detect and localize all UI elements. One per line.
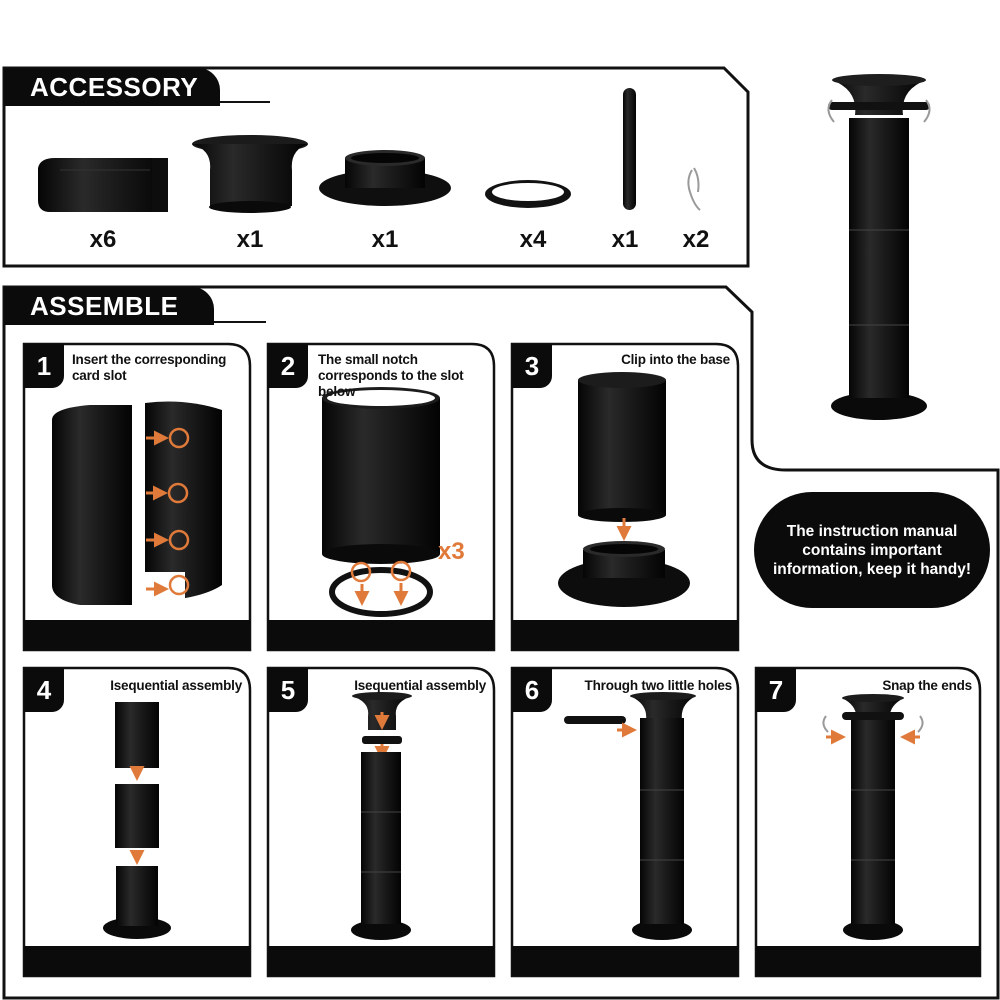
step-1-label: Insert the corresponding card slot (72, 352, 227, 383)
step-2-count-badge: x3 (438, 538, 465, 565)
qty-ring: x4 (519, 226, 547, 253)
step-4-label: Isequential assembly (110, 678, 242, 693)
qty-pin: x2 (682, 226, 710, 253)
manual-note-text: The instruction manual contains importan… (772, 522, 972, 578)
step5-art (351, 692, 412, 940)
accessory-frame (2, 66, 750, 268)
step-2-label: The small notch corresponds to the slot … (318, 352, 464, 399)
accessory-title: ACCESSORY (4, 68, 220, 106)
rod-part (623, 88, 636, 210)
step4-art (103, 702, 171, 939)
ring-part (485, 180, 571, 208)
tube-section-part (38, 158, 168, 212)
step-5-label: Isequential assembly (354, 678, 486, 693)
pin-part (687, 167, 701, 211)
step-3-label: Clip into the base (621, 352, 730, 367)
qty-top-funnel: x1 (236, 226, 264, 253)
step-2-number: 2 (268, 344, 308, 388)
step-7-label: Snap the ends (882, 678, 972, 693)
top-funnel-part (192, 135, 308, 213)
step-5-number: 5 (268, 668, 308, 712)
assembled-stand (827, 74, 931, 420)
manual-note: The instruction manual contains importan… (754, 492, 990, 608)
step-6-number: 6 (512, 668, 552, 712)
base-plate-part (319, 150, 451, 206)
assemble-frame (2, 285, 1000, 1000)
step-7-number: 7 (756, 668, 796, 712)
step7-art (822, 694, 924, 940)
step-3-number: 3 (512, 344, 552, 388)
qty-base-plate: x1 (371, 226, 399, 253)
qty-rod: x1 (611, 226, 639, 253)
qty-tube-section: x6 (89, 226, 117, 253)
step6-art (564, 692, 696, 940)
step3-art (558, 372, 690, 607)
assemble-title: ASSEMBLE (4, 287, 214, 325)
step2-art (322, 387, 440, 617)
step-4-number: 4 (24, 668, 64, 712)
step-1-number: 1 (24, 344, 64, 388)
step-6-label: Through two little holes (584, 678, 733, 693)
step1-art (52, 401, 222, 605)
